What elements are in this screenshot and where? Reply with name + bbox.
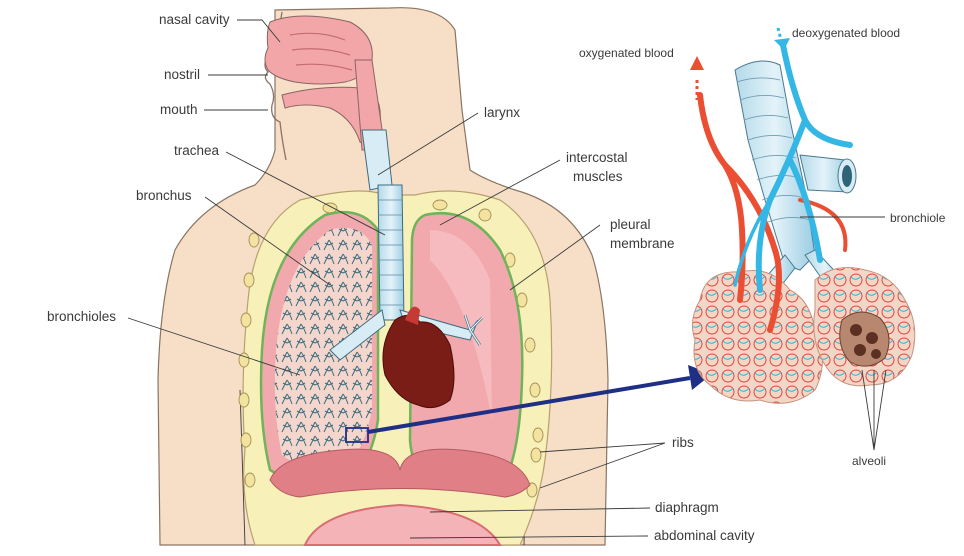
label-intercostal-muscles-1: intercostal — [566, 150, 628, 165]
oxygenated-vessel — [697, 92, 782, 333]
left-bronchus — [329, 309, 386, 361]
label-trachea: trachea — [174, 143, 220, 158]
label-pleural-membrane-2: membrane — [610, 236, 675, 251]
diaphragm-shape — [269, 448, 531, 498]
abdominal-cavity-shape — [303, 503, 502, 546]
label-nostril: nostril — [164, 67, 200, 82]
chest-cavity — [238, 184, 553, 546]
label-abdominal-cavity: abdominal cavity — [654, 528, 755, 543]
alveoli-inset — [690, 27, 916, 404]
label-bronchiole: bronchiole — [890, 211, 946, 225]
label-pleural-membrane-1: pleural — [610, 217, 651, 232]
label-ribs: ribs — [672, 435, 694, 450]
magnify-selection-box — [345, 427, 369, 443]
label-oxygenated-blood: oxygenated blood — [579, 46, 674, 60]
label-mouth: mouth — [160, 102, 198, 117]
label-nasal-cavity: nasal cavity — [159, 12, 230, 27]
label-bronchus: bronchus — [136, 188, 192, 203]
alveolus-cutaway — [839, 311, 890, 367]
label-larynx: larynx — [484, 105, 520, 120]
heart-shape — [382, 315, 455, 409]
label-intercostal-muscles-2: muscles — [573, 169, 623, 184]
nasal-cavity-shape — [264, 15, 373, 85]
label-alveoli: alveoli — [852, 454, 886, 468]
labels: nasal cavity nostril mouth trachea bronc… — [47, 12, 946, 543]
label-diaphragm: diaphragm — [655, 500, 719, 515]
label-bronchioles: bronchioles — [47, 309, 116, 324]
zoom-pointer-arrow — [367, 365, 712, 434]
label-deoxygenated-blood: deoxygenated blood — [792, 26, 900, 40]
trachea-shape — [377, 184, 405, 321]
leader-lines — [127, 19, 887, 539]
rib-beads — [238, 199, 544, 498]
